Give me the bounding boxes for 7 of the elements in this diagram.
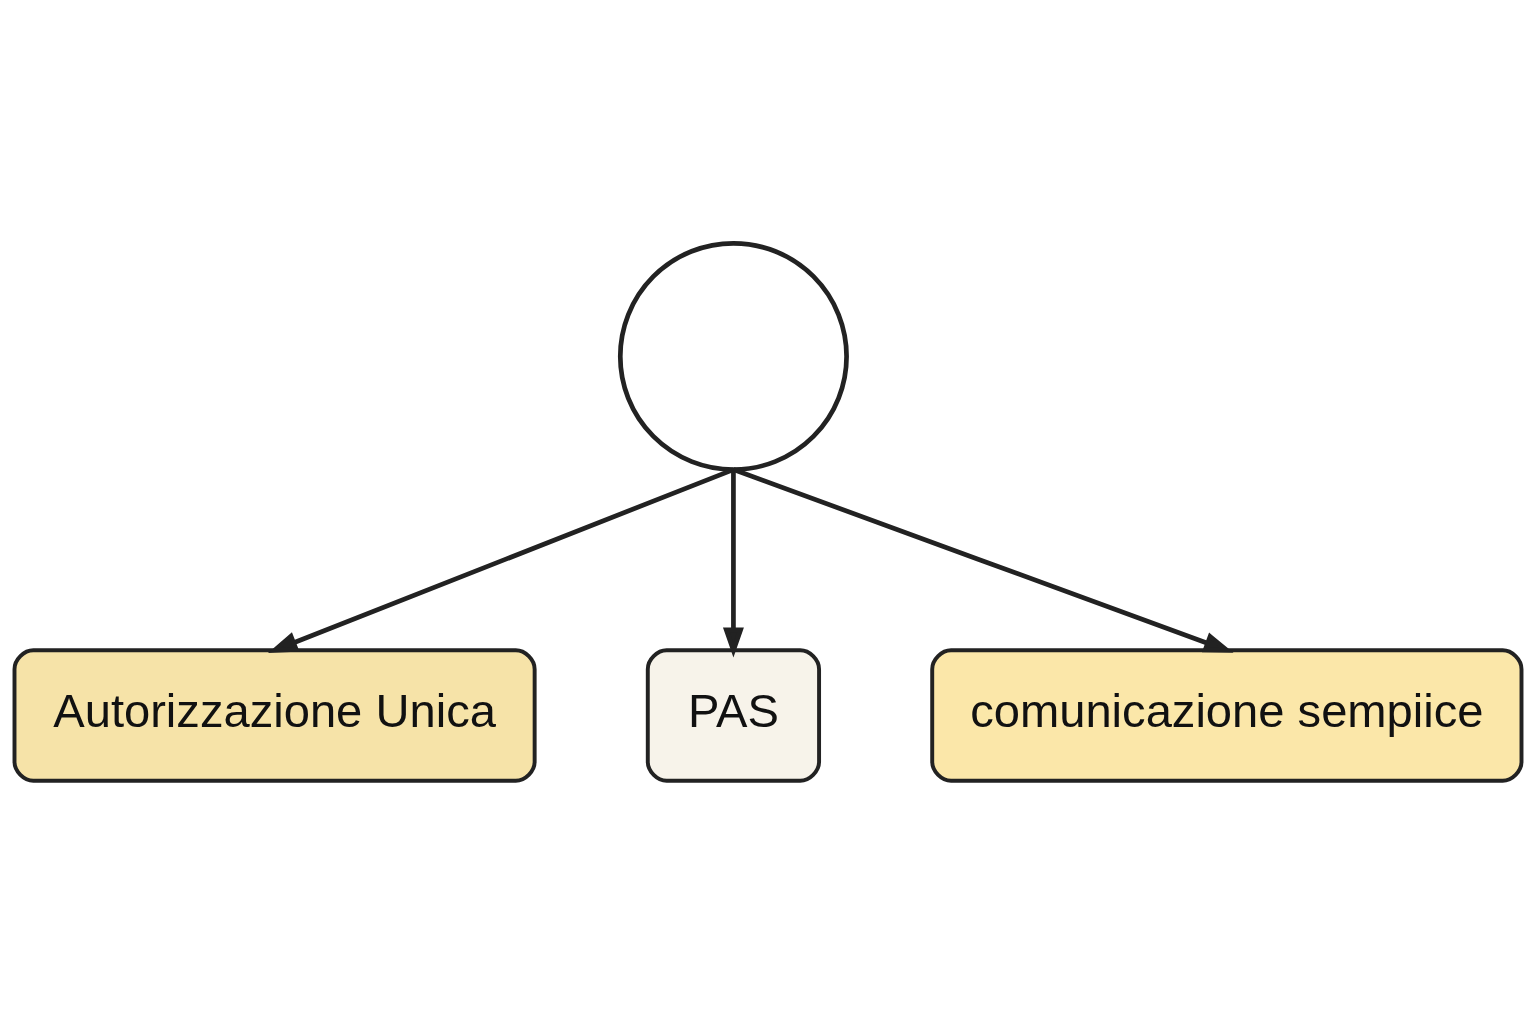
arrow <box>722 469 744 658</box>
node-box: comunicazione sempiice <box>930 648 1524 783</box>
node-box: Autorizzazione Unica <box>12 648 537 783</box>
arrow <box>267 467 735 653</box>
node-box: PAS <box>645 648 822 783</box>
arrow <box>732 467 1234 653</box>
node-circle <box>617 240 849 472</box>
